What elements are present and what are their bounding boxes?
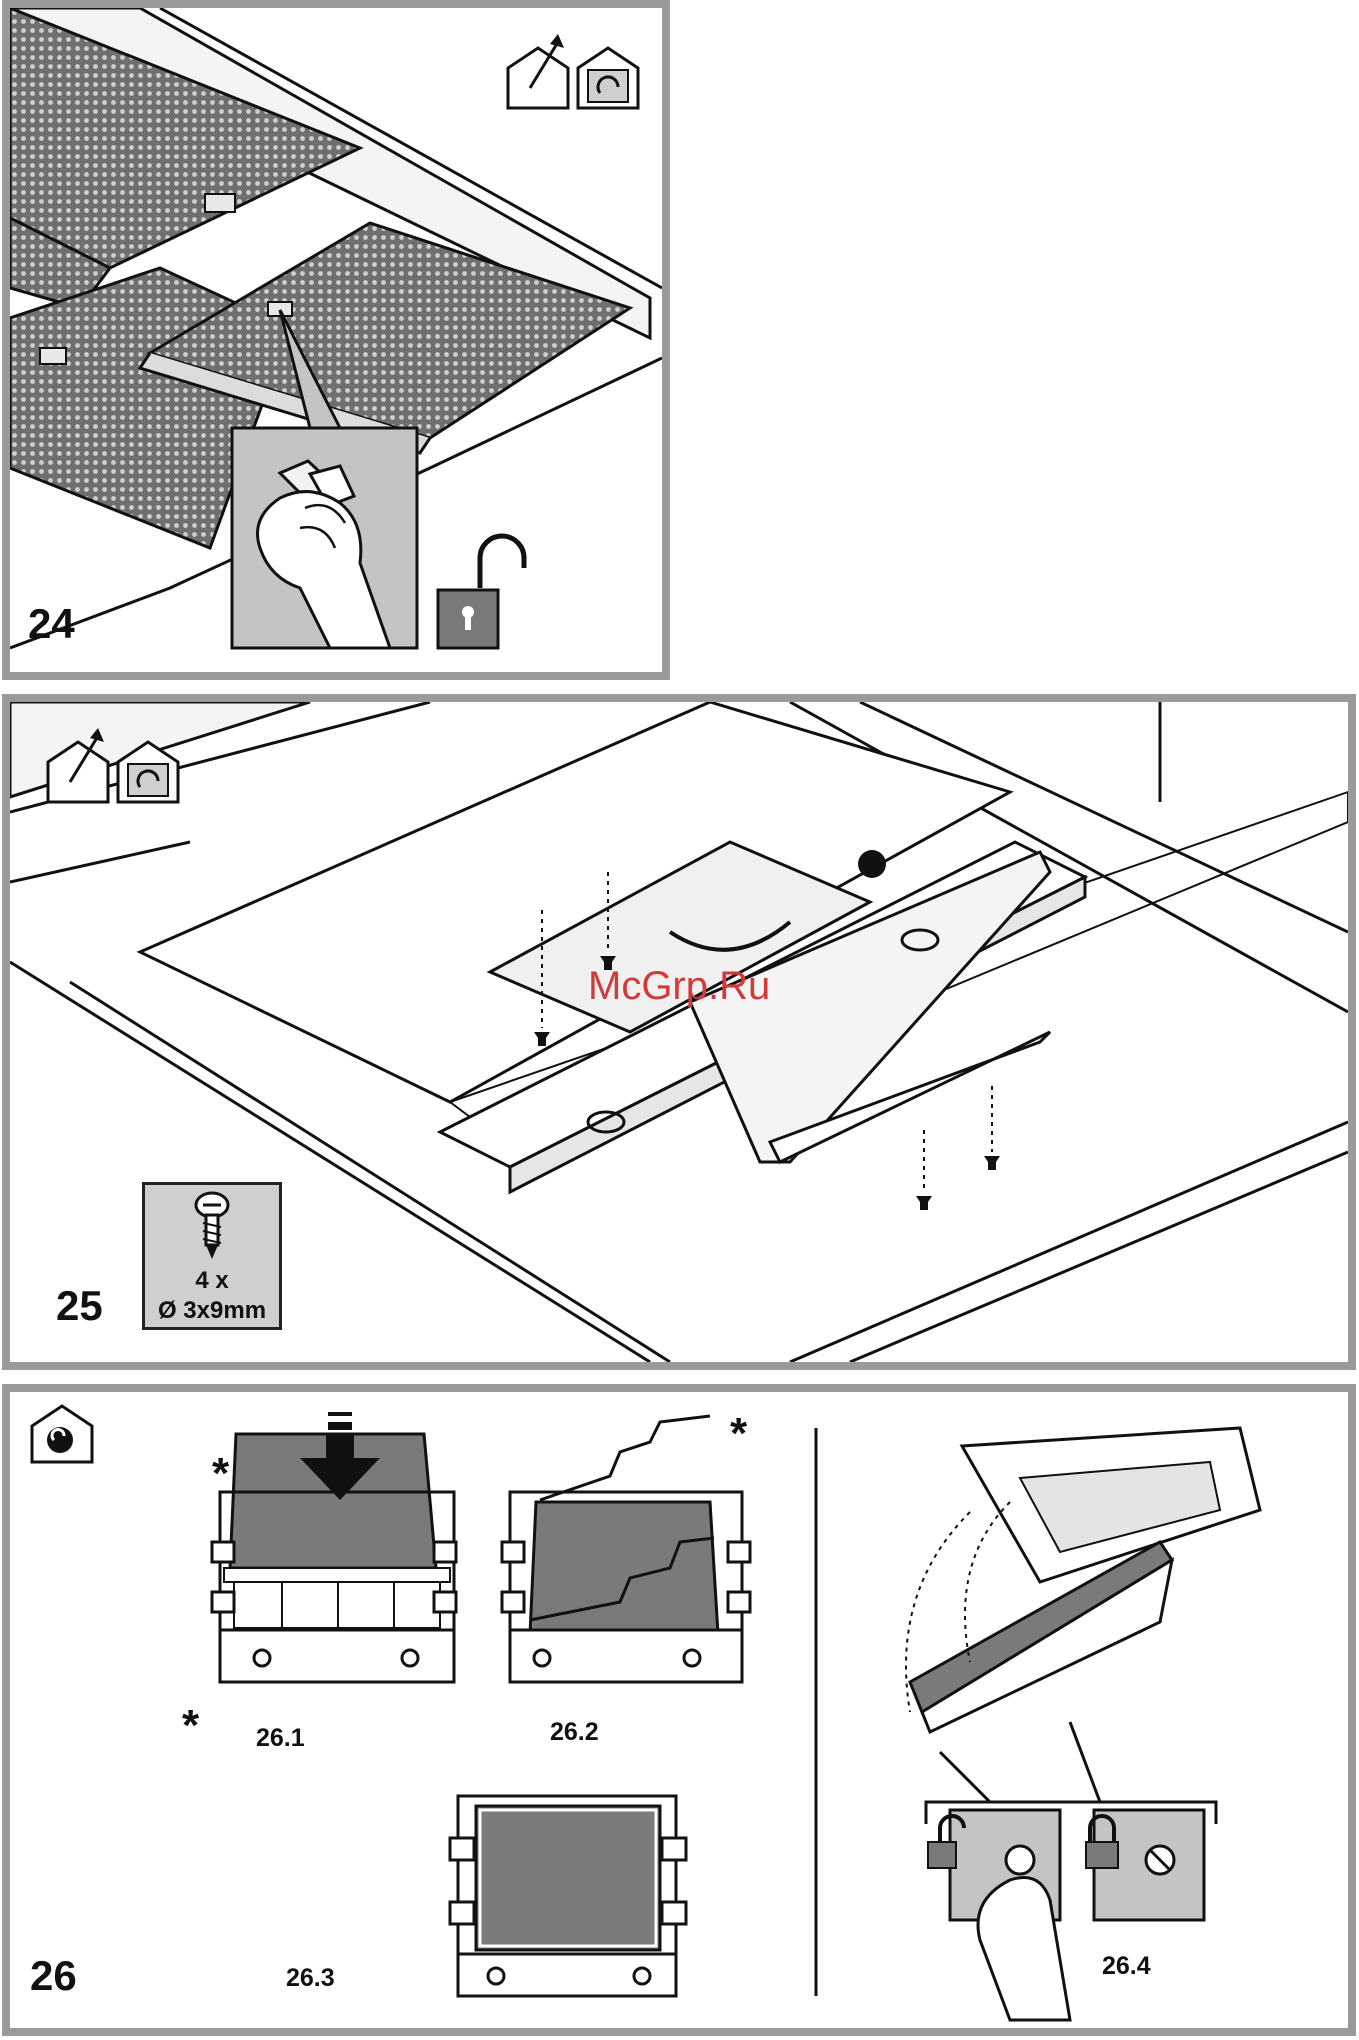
screw-spec-box: 4 x Ø 3x9mm [142, 1182, 282, 1330]
watermark: McGrp.Ru [588, 964, 770, 1009]
padlock-open-icon [438, 536, 524, 648]
step-24-panel: 24 [2, 0, 670, 680]
step-25-panel: McGrp.Ru 4 x Ø 3x9mm 25 [2, 694, 1356, 1370]
note-asterisk: * [730, 1412, 747, 1456]
filter-latch [205, 194, 235, 212]
filter-housing-26-3 [450, 1796, 686, 1996]
unlock-detail [950, 1810, 1070, 2020]
step-number: 24 [28, 600, 75, 648]
carbon-filter-assembly [906, 1428, 1260, 1802]
step-number: 26 [30, 1952, 77, 2000]
sub-step-label: 26.1 [256, 1724, 305, 1753]
house-recirculation-icon [32, 1406, 92, 1462]
screw-size: Ø 3x9mm [145, 1297, 279, 1325]
filter-housing-26-2 [502, 1416, 750, 1682]
house-recirculation-icon [578, 48, 638, 108]
sub-step-label: 26.4 [1102, 1952, 1151, 1981]
screw-icon [145, 1185, 279, 1265]
step-26-illustration [10, 1392, 1348, 2028]
sub-step-label: 26.2 [550, 1718, 599, 1747]
screw-quantity: 4 x [145, 1267, 279, 1295]
step-number: 25 [56, 1282, 103, 1330]
step-26-panel: * * * 26.1 26.2 26.3 26.4 26 [2, 1384, 1356, 2036]
cable-hole [858, 850, 886, 878]
sub-step-label: 26.3 [286, 1964, 335, 1993]
step-24-illustration [10, 8, 662, 672]
note-asterisk: * [212, 1452, 229, 1496]
note-asterisk: * [182, 1704, 199, 1748]
house-exhaust-icon [508, 34, 568, 108]
